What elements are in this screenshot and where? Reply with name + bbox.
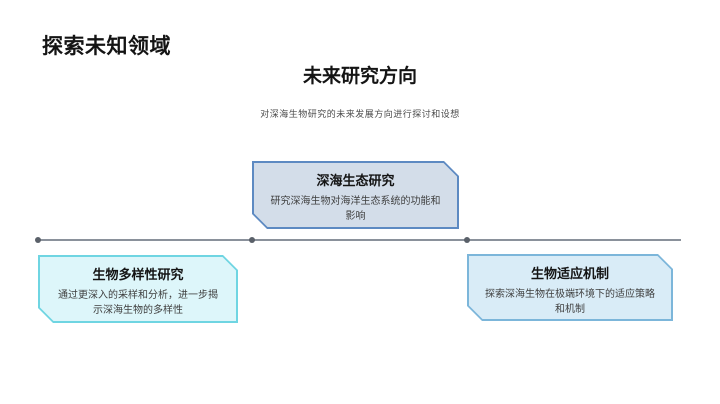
timeline-line xyxy=(38,239,681,241)
timeline-card-biodiversity-body: 生物多样性研究 通过更深入的采样和分析，进一步揭示深海生物的多样性 xyxy=(40,257,236,321)
timeline-dot xyxy=(464,237,470,243)
timeline-card-adaptation-body: 生物适应机制 探索深海生物在极端环境下的适应策略和机制 xyxy=(469,256,671,319)
card-description: 探索深海生物在极端环境下的适应策略和机制 xyxy=(485,288,655,316)
card-title: 生物多样性研究 xyxy=(92,267,184,282)
card-title: 深海生态研究 xyxy=(316,173,395,188)
timeline-card-ecology-body: 深海生态研究 研究深海生物对海洋生态系统的功能和影响 xyxy=(254,163,457,227)
section-title: 未来研究方向 xyxy=(302,66,417,87)
card-title: 生物适应机制 xyxy=(530,266,609,281)
timeline-card-biodiversity: 生物多样性研究 通过更深入的采样和分析，进一步揭示深海生物的多样性 xyxy=(38,255,238,323)
card-description: 研究深海生物对海洋生态系统的功能和影响 xyxy=(270,195,441,223)
timeline-dot xyxy=(35,237,41,243)
page-title: 探索未知领域 xyxy=(42,35,171,58)
card-description: 通过更深入的采样和分析，进一步揭示深海生物的多样性 xyxy=(58,289,218,317)
timeline-card-ecology: 深海生态研究 研究深海生物对海洋生态系统的功能和影响 xyxy=(252,161,459,229)
timeline-card-adaptation: 生物适应机制 探索深海生物在极端环境下的适应策略和机制 xyxy=(467,254,673,321)
timeline-dot xyxy=(249,237,255,243)
section-subtitle: 对深海生物研究的未来发展方向进行探讨和设想 xyxy=(260,109,460,119)
